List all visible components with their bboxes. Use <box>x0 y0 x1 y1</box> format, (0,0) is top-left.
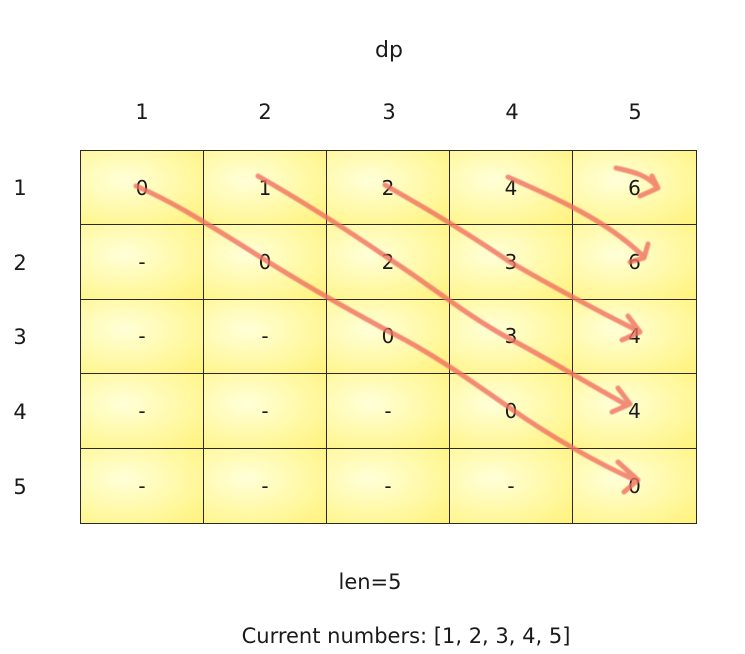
row-header: 5 <box>13 475 27 499</box>
dp-table: 0 1 2 4 6 - 0 2 3 6 - - 0 3 4 - - - 0 4 … <box>80 150 697 524</box>
column-header: 5 <box>628 100 642 124</box>
row-header: 4 <box>13 400 27 424</box>
dp-cell: 2 <box>327 225 450 300</box>
dp-cell: 0 <box>204 225 327 300</box>
dp-cell: 4 <box>573 374 696 449</box>
dp-title: dp <box>375 38 403 63</box>
dp-cell: - <box>81 299 204 375</box>
dp-cell: 1 <box>204 151 327 226</box>
dp-cell: - <box>204 299 327 375</box>
dp-cell: - <box>204 448 327 523</box>
row-header: 1 <box>13 176 27 200</box>
dp-cell: - <box>81 225 204 300</box>
row-header: 2 <box>13 251 27 275</box>
length-label: len=5 <box>338 570 402 594</box>
dp-cell: 0 <box>327 299 450 375</box>
column-header: 3 <box>382 100 396 124</box>
dp-cell: - <box>450 448 573 523</box>
dp-cell: - <box>327 374 450 449</box>
dp-cell: 6 <box>573 225 696 300</box>
column-header: 1 <box>135 100 149 124</box>
dp-cell: 4 <box>450 151 573 226</box>
dp-cell: 3 <box>450 225 573 300</box>
dp-cell: 0 <box>450 374 573 449</box>
dp-cell: 0 <box>81 151 204 226</box>
dp-cell: - <box>81 448 204 523</box>
dp-cell: 3 <box>450 299 573 375</box>
current-numbers-label: Current numbers: [1, 2, 3, 4, 5] <box>241 624 571 648</box>
column-header: 2 <box>258 100 272 124</box>
row-header: 3 <box>13 325 27 349</box>
dp-cell: - <box>327 448 450 523</box>
dp-cell: - <box>204 374 327 449</box>
dp-cell: - <box>81 374 204 449</box>
column-header: 4 <box>505 100 519 124</box>
dp-cell: 0 <box>573 448 696 523</box>
dp-cell: 6 <box>573 151 696 226</box>
dp-cell: 2 <box>327 151 450 226</box>
dp-cell: 4 <box>573 299 696 375</box>
